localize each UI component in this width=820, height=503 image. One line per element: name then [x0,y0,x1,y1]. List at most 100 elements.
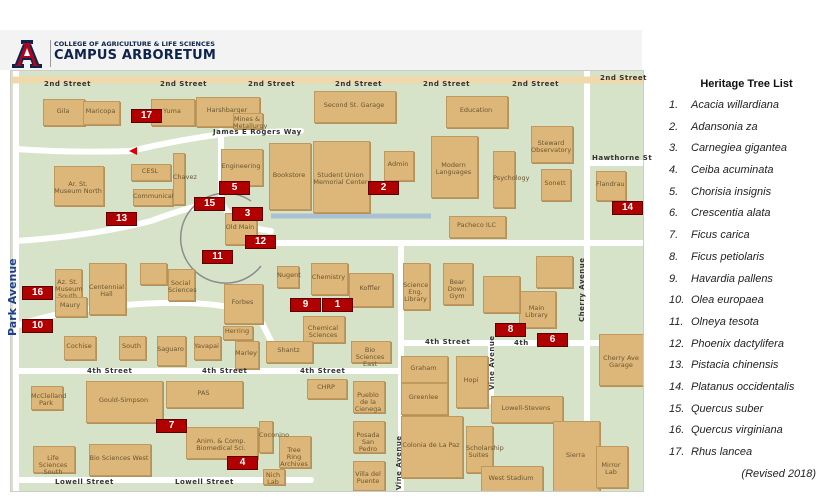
building[interactable] [353,381,385,413]
building[interactable] [596,446,628,488]
street-label: 4th Street [202,367,248,375]
building[interactable] [64,336,96,360]
building[interactable] [449,216,506,238]
building[interactable] [266,341,313,363]
building[interactable] [89,444,151,476]
building[interactable] [307,379,347,399]
tree-species: Adansonia za [691,120,758,133]
tree-species: Chorisia insignis [691,185,772,198]
building[interactable] [166,381,243,408]
building[interactable] [133,189,173,206]
building[interactable] [456,356,488,408]
building[interactable] [403,263,430,310]
tree-marker-16[interactable]: 16 [22,286,53,300]
list-item: 17.Rhus lancea [665,446,820,468]
building[interactable] [235,341,259,369]
building[interactable] [541,169,571,201]
building[interactable] [140,263,167,285]
tree-marker-1[interactable]: 1 [322,298,353,312]
building[interactable] [596,171,626,201]
building[interactable] [194,336,221,360]
building[interactable] [349,273,393,307]
building[interactable] [224,284,263,324]
tree-species: Ceiba acuminata [691,164,774,177]
building[interactable] [599,334,643,386]
building[interactable] [536,256,573,288]
building[interactable] [531,126,573,163]
building[interactable] [43,99,85,126]
building[interactable] [119,336,146,360]
building[interactable] [55,269,82,299]
building[interactable] [279,436,311,468]
tree-species: Pistacia chinensis [691,359,779,372]
list-item: 1.Acacia willardiana [665,99,820,121]
building[interactable] [491,396,563,423]
item-number: 8. [669,250,679,263]
tree-marker-15[interactable]: 15 [194,197,225,211]
tree-marker-3[interactable]: 3 [232,207,263,221]
building[interactable] [55,297,87,317]
tree-marker-6[interactable]: 6 [537,333,568,347]
tree-marker-10[interactable]: 10 [22,319,53,333]
building[interactable] [314,91,396,123]
building[interactable] [33,446,75,473]
building[interactable] [233,113,263,129]
building[interactable] [401,383,448,415]
building[interactable] [481,466,543,491]
tree-marker-13[interactable]: 13 [106,212,137,226]
building[interactable] [401,416,463,478]
building[interactable] [353,421,385,453]
building[interactable] [313,141,370,213]
street-label: 2nd Street [423,80,470,88]
building[interactable] [353,461,385,491]
building[interactable] [446,96,508,128]
building[interactable] [31,386,63,410]
tree-species: Ficus petiolaris [691,250,765,263]
building[interactable] [303,316,345,343]
tree-marker-2[interactable]: 2 [368,181,399,195]
tree-marker-7[interactable]: 7 [156,419,187,433]
tree-species: Olneya tesota [691,315,759,328]
header-bar [0,30,642,70]
building[interactable] [466,426,493,473]
building[interactable] [519,291,556,328]
building[interactable] [89,263,126,315]
building[interactable] [54,166,104,206]
university-logo [12,40,42,68]
building[interactable] [168,269,195,301]
tree-marker-11[interactable]: 11 [202,250,233,264]
building[interactable] [311,263,348,295]
building[interactable] [443,263,473,305]
street-label: 2nd Street [248,80,295,88]
building[interactable] [131,164,171,181]
building[interactable] [493,151,515,208]
building[interactable] [351,341,391,363]
building[interactable] [553,421,600,491]
building[interactable] [384,151,414,181]
building[interactable] [186,427,258,459]
building[interactable] [269,143,311,210]
building[interactable] [277,266,299,288]
street-label: Vine Avenue [488,335,496,390]
building[interactable] [83,101,120,125]
building[interactable] [86,381,163,423]
building[interactable] [173,153,185,205]
building[interactable] [157,336,186,366]
list-item: 8. Ficus petiolaris [665,251,820,273]
direction-arrow-icon [129,147,137,155]
building[interactable] [259,421,273,453]
building[interactable] [401,356,448,383]
tree-marker-12[interactable]: 12 [245,235,276,249]
building[interactable] [431,136,478,198]
building[interactable] [223,326,253,340]
tree-marker-17[interactable]: 17 [131,109,162,123]
tree-marker-9[interactable]: 9 [290,298,321,312]
tree-marker-8[interactable]: 8 [495,323,526,337]
tree-marker-14[interactable]: 14 [612,201,643,215]
tree-marker-5[interactable]: 5 [219,181,250,195]
tree-marker-4[interactable]: 4 [227,456,258,470]
list-item: 10.Olea europaea [665,294,820,316]
building[interactable] [263,469,285,485]
building[interactable] [483,276,520,313]
